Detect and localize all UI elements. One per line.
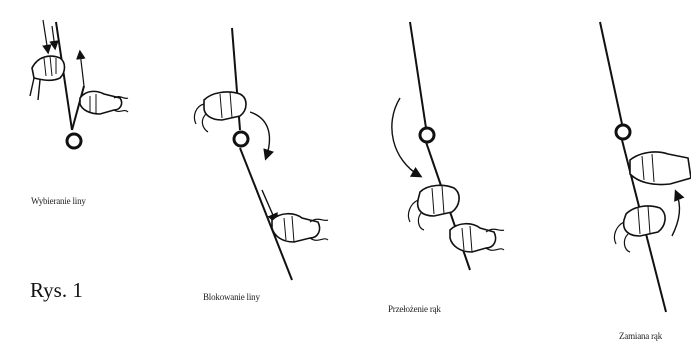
panel-1-rope-take-in xyxy=(30,20,128,148)
caption-take-in: Wybieranie liny xyxy=(31,196,86,206)
belay-device-icon xyxy=(67,134,81,148)
belay-device-icon xyxy=(420,128,434,142)
rope xyxy=(600,22,622,124)
panel-4-hand-swap xyxy=(600,22,691,312)
belay-device-icon xyxy=(234,132,248,146)
motion-arrow-icon xyxy=(262,190,276,222)
hand-icon xyxy=(30,56,65,100)
hand-icon xyxy=(272,214,328,242)
motion-arrow-icon xyxy=(80,52,84,86)
hand-icon xyxy=(630,152,691,185)
motion-arrow-icon xyxy=(52,26,55,48)
caption-hand-swap: Zamiana rąk xyxy=(619,331,662,341)
belay-device-icon xyxy=(616,125,630,139)
motion-arrow-icon xyxy=(672,192,679,236)
hand-icon xyxy=(408,185,459,230)
figure-label: Rys. 1 xyxy=(30,278,83,303)
caption-lock: Blokowanie liny xyxy=(203,292,260,302)
panel-2-rope-lock xyxy=(194,28,328,280)
hand-icon xyxy=(614,206,665,252)
motion-arrow-icon xyxy=(392,98,420,176)
panel-3-hand-transfer xyxy=(392,22,504,270)
rope xyxy=(410,22,426,128)
motion-arrow-icon xyxy=(250,112,269,158)
hand-icon xyxy=(194,92,246,132)
caption-hand-transfer: Przełożenie rąk xyxy=(388,304,441,314)
hand-icon xyxy=(450,224,504,252)
motion-arrow-icon xyxy=(43,20,48,52)
hand-icon xyxy=(80,91,128,114)
